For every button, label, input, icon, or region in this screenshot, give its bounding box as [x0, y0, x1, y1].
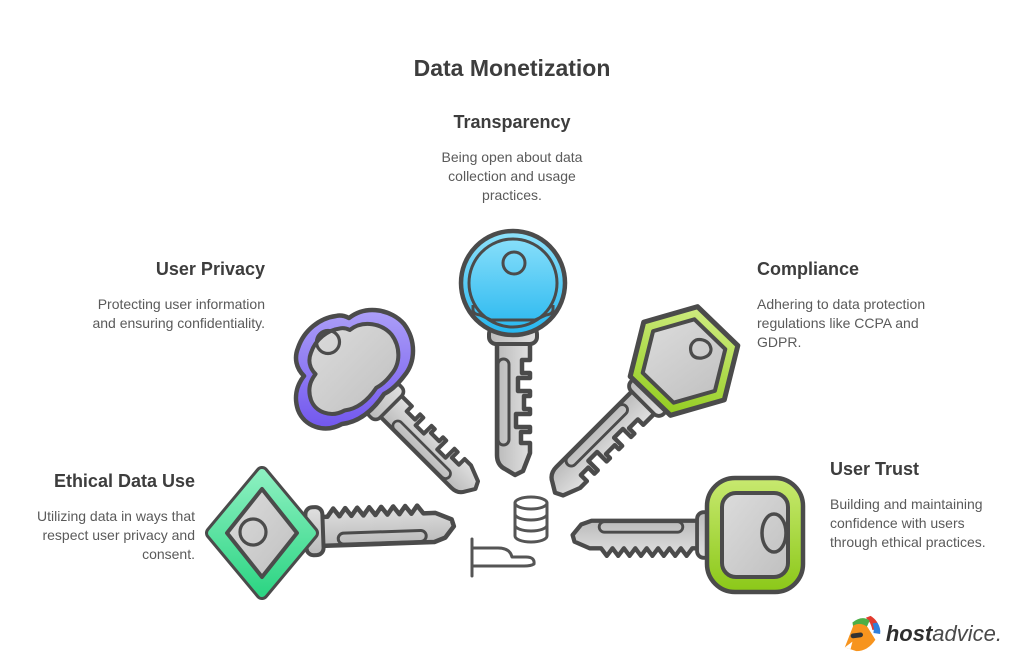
database-cylinder-icon	[513, 495, 549, 544]
section-title-compliance: Compliance	[757, 259, 860, 279]
section-user-trust: User Trust Building and maintaining conf…	[830, 459, 1005, 552]
section-desc-user-trust: Building and maintaining confidence with…	[830, 495, 986, 550]
brand-name-bold: host	[885, 621, 933, 646]
section-title-ethical-data-use: Ethical Data Use	[53, 471, 195, 491]
brand-name-rest: advice.	[932, 621, 1002, 646]
key-user-privacy-icon	[293, 307, 489, 505]
key-compliance-icon	[537, 304, 741, 508]
section-desc-compliance: Adhering to data protection regulations …	[757, 295, 926, 350]
page-title: Data Monetization	[413, 55, 611, 81]
section-desc-ethical-data-use: Utilizing data in ways that respect user…	[37, 507, 195, 562]
key-transparency-icon	[458, 228, 568, 475]
section-title-transparency: Transparency	[453, 112, 571, 132]
key-user-trust-icon	[573, 475, 806, 595]
section-title-user-trust: User Trust	[830, 459, 920, 479]
section-desc-transparency: Being open about data collection and usa…	[441, 148, 583, 203]
section-title-user-privacy: User Privacy	[155, 259, 265, 279]
fox-mascot-icon	[844, 615, 881, 652]
section-transparency: Transparency Being open about data colle…	[412, 112, 612, 205]
key-ethical-data-use-icon	[205, 466, 455, 600]
section-desc-user-privacy: Protecting user information and ensuring…	[92, 295, 265, 331]
giving-hand-icon	[470, 537, 536, 578]
section-compliance: Compliance Adhering to data protection r…	[757, 259, 947, 352]
section-ethical-data-use: Ethical Data Use Utilizing data in ways …	[0, 471, 195, 564]
section-user-privacy: User Privacy Protecting user information…	[55, 259, 265, 333]
